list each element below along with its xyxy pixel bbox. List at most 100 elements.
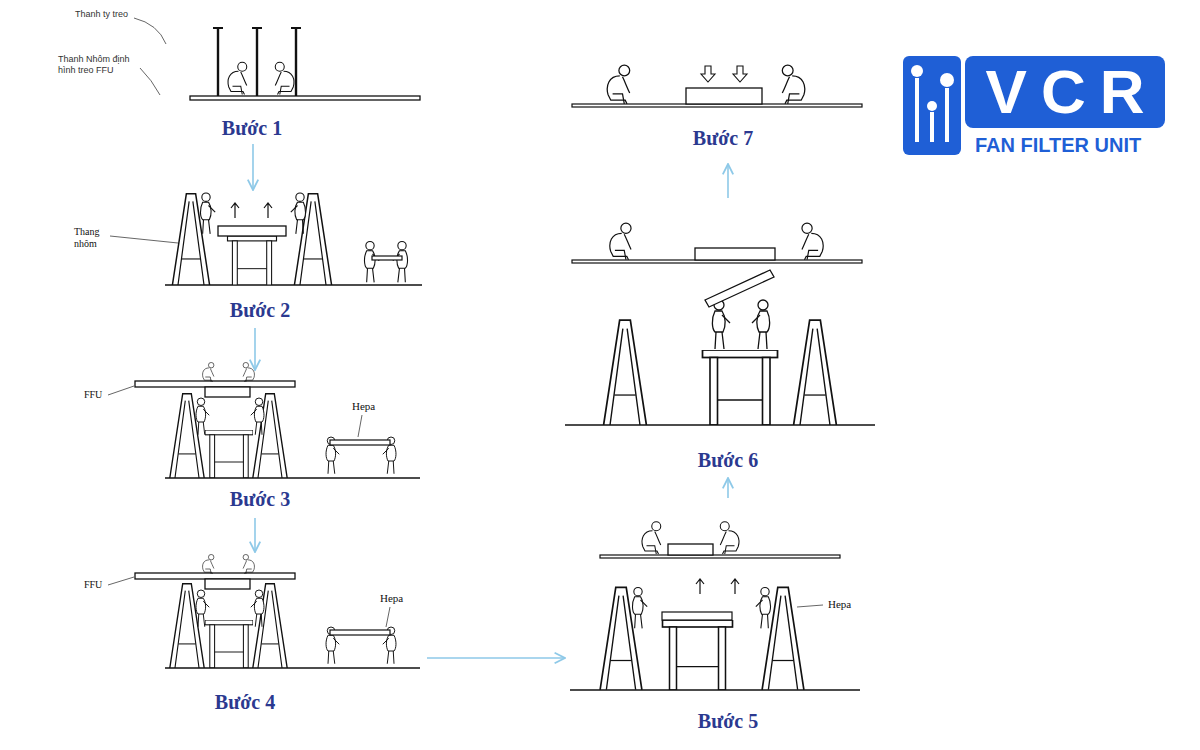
step2-scene-part — [372, 256, 402, 260]
step5-scene-part — [797, 605, 823, 607]
step2-scene-part — [393, 242, 408, 283]
step3-scene-part — [108, 386, 134, 395]
step6-scene-part — [703, 350, 778, 425]
step-panel: Bước 6 — [560, 200, 870, 476]
step3-scene — [108, 362, 420, 478]
step4-scene-part — [205, 620, 253, 668]
step7-scene-part — [733, 66, 747, 82]
step2-scene-part — [291, 193, 306, 234]
step3-scene-part — [205, 430, 253, 478]
step1-scene-part — [134, 18, 166, 44]
step5-scene-part — [663, 620, 733, 690]
step4-scene-part — [203, 554, 214, 574]
step3-scene-part — [135, 381, 295, 387]
step3-scene-part — [196, 398, 209, 435]
step5-scene-part — [600, 555, 840, 558]
part-label: Hepa — [380, 592, 403, 605]
step6-scene-part — [705, 270, 774, 307]
step1-scene-part — [217, 28, 219, 96]
step-panel: Bước 7 — [560, 55, 870, 162]
logo-wordmark: VCR — [965, 56, 1165, 128]
step4-scene-part — [330, 630, 390, 635]
step6-scene-part — [610, 223, 631, 260]
step6-scene-part — [712, 300, 730, 349]
step-caption: Bước 3 — [230, 487, 290, 511]
step-arrow — [727, 478, 729, 498]
logo-icon-part — [945, 88, 949, 142]
step5-scene-part — [632, 588, 647, 629]
step-caption: Bước 4 — [215, 690, 275, 714]
logo-icon-part — [927, 101, 937, 111]
step-panel: Bước 2 — [60, 192, 440, 326]
step7-scene-part — [607, 65, 629, 104]
step1-scene-part — [140, 68, 160, 95]
step2-scene-part — [364, 242, 379, 283]
logo-icon — [903, 56, 961, 155]
step2-scene-part — [231, 203, 239, 218]
step6-scene-part — [752, 300, 770, 349]
step4-scene-part — [108, 577, 134, 585]
step-panel: Bước 4 — [60, 554, 425, 718]
step6-scene-part — [802, 223, 823, 260]
step4-scene-part — [196, 590, 209, 627]
step7-scene-part — [701, 66, 715, 82]
step1-scene-part — [228, 62, 247, 94]
step5-scene-part — [731, 579, 739, 594]
step1-scene — [134, 18, 420, 100]
part-label: Thang nhôm — [74, 226, 112, 250]
step1-scene-part — [190, 96, 420, 100]
step2-scene-part — [218, 226, 286, 236]
step5-scene-part — [570, 689, 860, 690]
part-label: FFU — [84, 579, 102, 591]
part-label: Thanh Nhôm định hình treo FFU — [58, 54, 138, 76]
step3-scene-part — [243, 362, 254, 382]
step5-scene-part — [668, 544, 713, 555]
step6-scene-part — [794, 320, 837, 425]
step1-scene-part — [252, 27, 262, 29]
step5-scene-part — [662, 612, 732, 620]
step3-scene-part — [165, 477, 420, 478]
step1-scene-part — [256, 28, 258, 96]
logo-tagline: FAN FILTER UNIT — [975, 133, 1141, 157]
step6-scene-part — [604, 320, 647, 425]
step3-scene-part — [330, 440, 390, 445]
step-panel: Bước 1 — [150, 10, 440, 142]
part-label: Hepa — [352, 400, 375, 413]
step2-scene-part — [110, 236, 178, 243]
step4-scene-part — [165, 667, 420, 668]
step-panel: Bước 3 — [60, 372, 440, 516]
step5-scene-part — [642, 522, 661, 554]
step7-scene-part — [782, 65, 804, 104]
logo-icon-part — [940, 73, 954, 87]
part-label: FFU — [84, 389, 102, 401]
step-arrow — [252, 144, 254, 190]
step2-scene-part — [228, 236, 277, 285]
step7-scene-part — [686, 88, 762, 104]
step-caption: Bước 1 — [222, 116, 282, 140]
step4-scene-part — [135, 573, 295, 579]
logo-icon-part — [915, 78, 919, 142]
step1-scene-part — [291, 27, 301, 29]
step3-scene-part — [203, 362, 214, 382]
step2-scene — [110, 193, 422, 285]
step5-scene-part — [756, 588, 771, 629]
step2-scene-part — [200, 193, 215, 234]
step-caption: Bước 2 — [230, 298, 290, 322]
step6-scene-part — [565, 424, 875, 425]
step-caption: Bước 5 — [698, 709, 758, 733]
step-arrow — [254, 518, 256, 552]
step3-scene-part — [251, 398, 264, 435]
step-arrow — [727, 164, 729, 198]
step-caption: Bước 7 — [693, 126, 753, 150]
step4-scene-part — [243, 554, 254, 574]
step3-scene-part — [205, 387, 250, 397]
part-label: Thanh ty treo — [75, 9, 165, 20]
step-panel: Bước 5 — [567, 500, 870, 742]
step3-scene-part — [358, 415, 362, 437]
step-arrow — [427, 657, 565, 659]
part-label: Hepa — [828, 598, 851, 611]
step-arrow — [254, 328, 256, 370]
step5-scene — [570, 522, 860, 690]
